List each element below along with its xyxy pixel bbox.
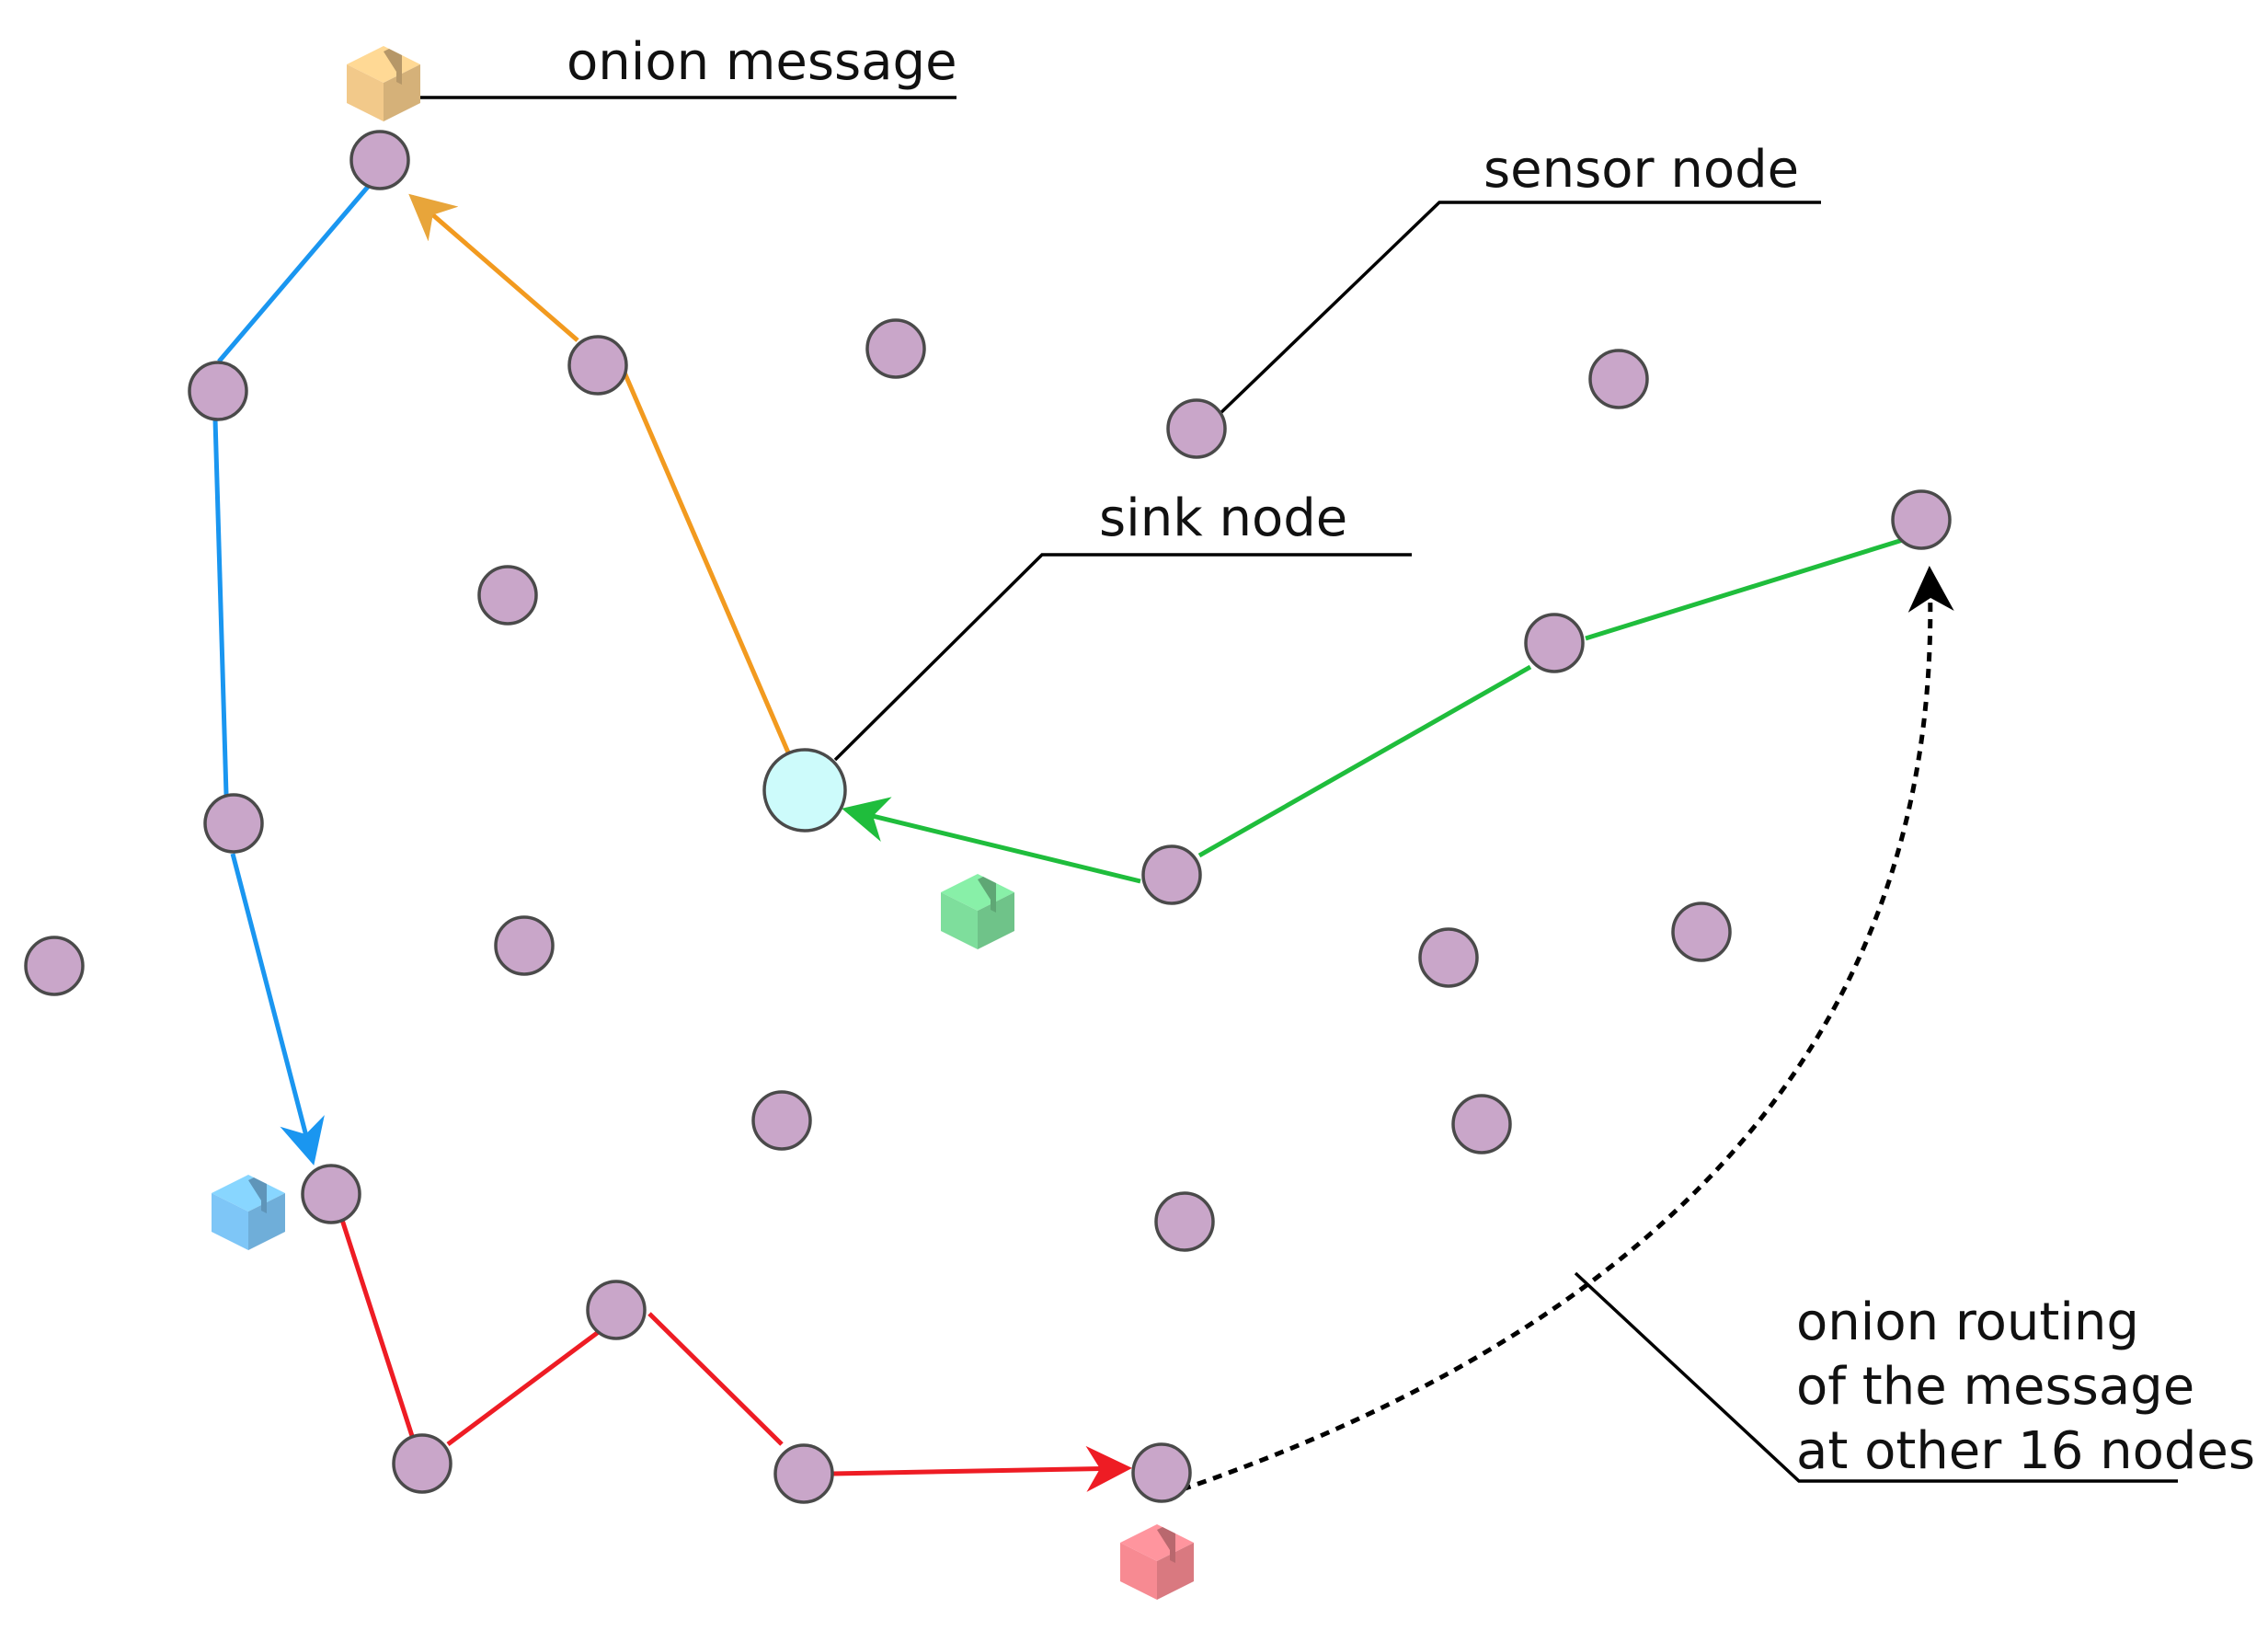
sensor-node: [1418, 927, 1479, 988]
green-edge-arrow: [842, 797, 1141, 884]
onion-message-label: onion message: [567, 32, 957, 92]
sensor-node: [494, 915, 555, 976]
sensor-node: [349, 130, 410, 190]
sensor-node: [586, 1280, 647, 1340]
sensor-node: [1524, 613, 1585, 673]
sink-node-label: sink node: [1099, 488, 1347, 548]
blue-edge-arrow: [230, 853, 325, 1166]
blue-route: [212, 185, 370, 1166]
green-route: [842, 536, 1907, 884]
sensor-node-label: sensor node: [1483, 140, 1799, 200]
orange-edge-arrow: [408, 193, 579, 342]
orange-route: [408, 193, 791, 753]
sensor-node: [24, 936, 85, 996]
green-edge: [1585, 536, 1907, 641]
sensor-node: [392, 1433, 452, 1494]
sensor-node: [1671, 902, 1732, 962]
red-edge-arrow: [831, 1445, 1132, 1492]
sensor-node: [1131, 1442, 1192, 1503]
red-route: [339, 1219, 1132, 1492]
red-edge: [647, 1312, 784, 1446]
sensor-node: [203, 793, 264, 854]
sensor-node: [188, 361, 248, 421]
leader-lines: [419, 96, 2178, 1483]
red-package-icon: [1120, 1524, 1194, 1600]
package-icons: [212, 46, 1194, 1600]
routing-label-line1: onion routing: [1796, 1292, 2139, 1352]
sensor-node: [1154, 1191, 1215, 1252]
red-edge: [339, 1219, 415, 1437]
orange-package-icon: [347, 46, 420, 121]
blue-edge: [212, 419, 229, 796]
sensor-nodes: [24, 130, 1952, 1504]
green-package-icon: [941, 874, 1014, 949]
labels: onion message sensor node sink node onio…: [567, 32, 2255, 1481]
sensor-node: [1588, 349, 1649, 409]
sensor-node-leader: [1216, 201, 1821, 418]
red-edge: [446, 1328, 601, 1447]
blue-edge: [217, 185, 370, 363]
sink-node: [762, 748, 847, 833]
routing-label-line3: at other 16 nodes: [1796, 1421, 2255, 1481]
blue-package-icon: [212, 1175, 285, 1250]
sensor-node: [1166, 398, 1227, 459]
sink-node-leader: [833, 553, 1412, 762]
routing-label-leader: [1574, 1271, 2178, 1483]
sensor-node: [1141, 844, 1202, 905]
sensor-node: [477, 565, 538, 626]
onion-routing-dashed-arrow: [1165, 566, 1954, 1498]
routing-label-line2: of the message: [1796, 1357, 2194, 1417]
orange-edge: [619, 365, 791, 753]
sensor-node: [1451, 1094, 1512, 1154]
sensor-node: [567, 335, 628, 396]
sensor-node: [865, 318, 926, 379]
sensor-node: [1891, 489, 1952, 550]
green-edge: [1197, 664, 1532, 858]
sensor-node: [751, 1090, 812, 1151]
sensor-node: [301, 1164, 361, 1224]
sensor-node: [773, 1443, 834, 1504]
